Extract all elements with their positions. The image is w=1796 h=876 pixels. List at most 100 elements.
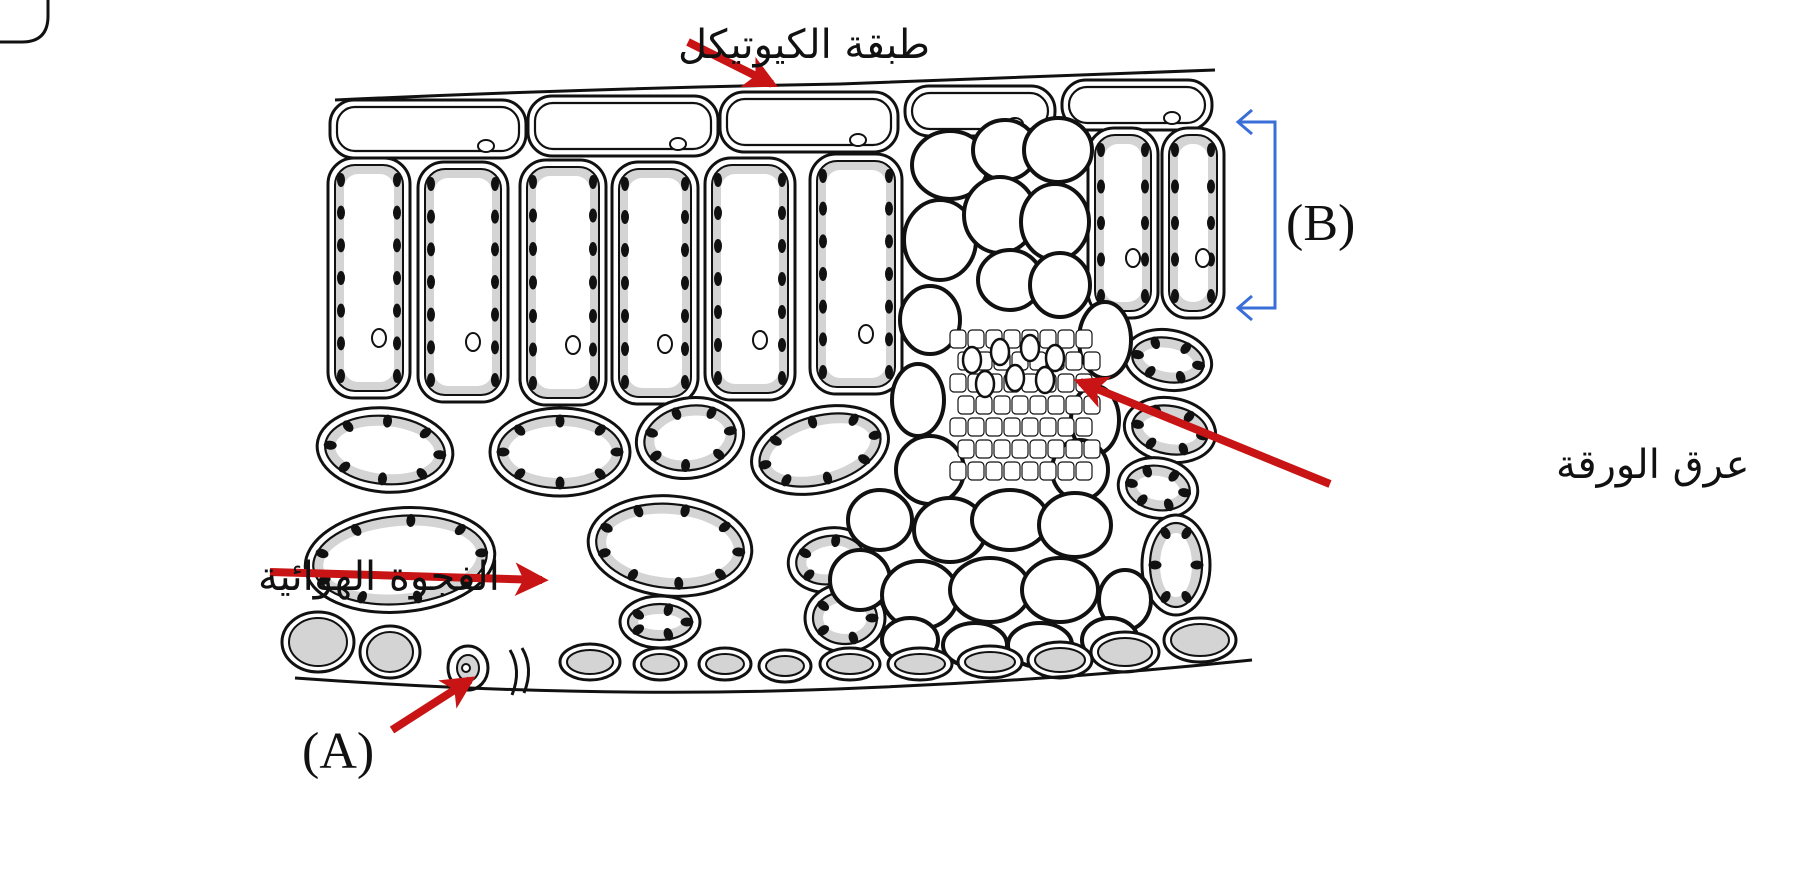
chloroplast [529,175,537,189]
chloroplast [1171,253,1179,267]
chloroplast [427,340,435,354]
bundle-sheath-cell [892,364,944,436]
chloroplast [393,206,401,220]
palisade-cell [612,162,698,404]
chloroplast [681,243,689,257]
chloroplast [393,304,401,318]
xylem-vessel [991,339,1009,365]
chloroplast [611,448,624,457]
chloroplast [337,173,345,187]
chloroplast [885,365,893,379]
chloroplast [621,210,629,224]
chloroplast [714,239,722,253]
chloroplast [681,276,689,290]
chloroplast [427,308,435,322]
chloroplast [589,209,597,223]
chloroplast [1097,143,1105,157]
chloroplast [529,276,537,290]
chloroplast [529,309,537,323]
chloroplast [427,275,435,289]
chloroplast [529,209,537,223]
bundle-sheath-cell [1039,493,1111,557]
chloroplast [1171,180,1179,194]
bundle-sheath-cell [848,490,912,550]
chloroplast [885,300,893,314]
chloroplast [681,342,689,356]
chloroplast [1141,180,1149,194]
chloroplast [885,202,893,216]
chloroplast [589,175,597,189]
chloroplast [714,371,722,385]
palisade-cell [328,158,410,398]
chloroplast [714,272,722,286]
chloroplast [491,308,499,322]
chloroplast [681,177,689,191]
chloroplast [778,272,786,286]
chloroplast [427,242,435,256]
chloroplast [819,234,827,248]
chloroplast [529,242,537,256]
chloroplast [337,238,345,252]
bundle-sheath-cell [1021,184,1089,260]
chloroplast [491,210,499,224]
chloroplast [1141,216,1149,230]
chloroplast [819,332,827,346]
cuticle-label: طبقة الكيوتيكل [678,22,930,68]
chloroplast [681,210,689,224]
chloroplast [1207,216,1215,230]
chloroplast [589,309,597,323]
palisade-cell [1162,128,1224,318]
chloroplast [621,177,629,191]
bundle-sheath-cell [972,490,1048,550]
palisade-cell [810,154,902,394]
chloroplast [778,371,786,385]
chloroplast [589,276,597,290]
palisade-cell [1088,128,1158,318]
chloroplast [778,239,786,253]
chloroplast [621,309,629,323]
chloroplast [393,336,401,350]
chloroplast [885,234,893,248]
bundle-sheath-cell [1030,253,1090,317]
bundle-sheath-cell [1022,558,1098,622]
chloroplast [819,202,827,216]
palisade-cell [705,158,795,400]
chloroplast [819,267,827,281]
xylem-vessel [1006,365,1024,391]
chloroplast [491,340,499,354]
bundle-sheath-cell [950,558,1030,622]
chloroplast [491,177,499,191]
chloroplast [1149,561,1162,570]
xylem-vessel [963,347,981,373]
chloroplast [778,305,786,319]
chloroplast [491,275,499,289]
chloroplast [778,338,786,352]
spongy-cell [620,596,700,648]
chloroplast [337,336,345,350]
chloroplast [681,309,689,323]
xylem-vessel [976,371,994,397]
chloroplast [819,300,827,314]
marker-a-label: (A) [302,723,374,780]
chloroplast [1141,253,1149,267]
chloroplast [714,173,722,187]
chloroplast [393,271,401,285]
chloroplast [491,242,499,256]
spongy-cell [490,408,630,496]
chloroplast [714,338,722,352]
chloroplast [714,206,722,220]
chloroplast [1097,216,1105,230]
chloroplast [589,343,597,357]
chloroplast [681,375,689,389]
chloroplast [819,169,827,183]
chloroplast [491,373,499,387]
chloroplast [393,173,401,187]
chloroplast [819,365,827,379]
frame-corner [0,0,48,42]
chloroplast [393,238,401,252]
chloroplast [1171,289,1179,303]
chloroplast [1097,253,1105,267]
chloroplast [866,614,879,623]
chloroplast [1207,143,1215,157]
